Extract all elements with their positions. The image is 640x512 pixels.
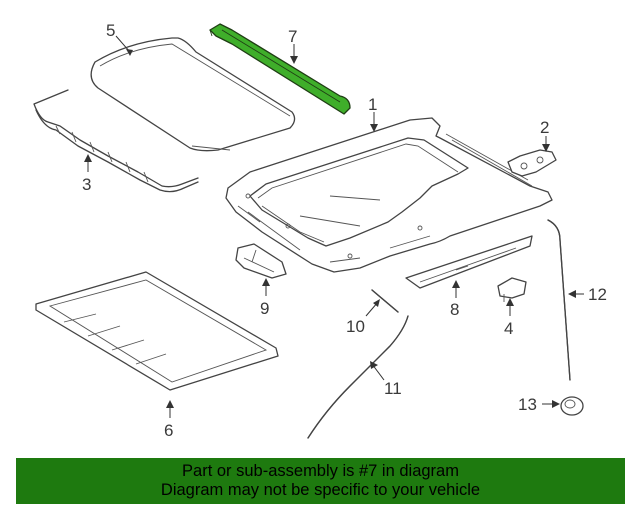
- part-4-clip[interactable]: [497, 277, 527, 302]
- label-4: 4: [504, 319, 513, 338]
- part-7-rail-highlighted[interactable]: [209, 23, 351, 115]
- label-7: 7: [288, 27, 297, 46]
- label-12: 12: [588, 285, 607, 304]
- part-11-drain-hose-long[interactable]: [307, 315, 409, 439]
- part-1-main-frame[interactable]: [225, 117, 553, 273]
- part-13-grommet[interactable]: [560, 396, 584, 416]
- label-5: 5: [106, 21, 115, 40]
- part-8-side-rail[interactable]: [405, 235, 533, 289]
- part-3-frame-seal[interactable]: [33, 89, 199, 193]
- label-6: 6: [164, 421, 173, 440]
- label-11: 11: [384, 379, 402, 398]
- banner-line-2: Diagram may not be specific to your vehi…: [160, 481, 481, 499]
- label-2: 2: [540, 118, 549, 137]
- part-12-drain-hose-right[interactable]: [547, 219, 571, 381]
- part-5-glass-panel[interactable]: [90, 37, 296, 152]
- label-8: 8: [450, 300, 459, 319]
- part-6-sunshade[interactable]: [35, 271, 279, 391]
- label-1: 1: [368, 95, 377, 114]
- label-10: 10: [346, 317, 365, 336]
- leader-lines: [84, 35, 584, 418]
- part-10-drain-hose-short[interactable]: [371, 289, 399, 313]
- label-3: 3: [82, 175, 91, 194]
- info-banner: Part or sub-assembly is #7 in diagram Di…: [16, 458, 625, 504]
- parts-diagram: 5 7 1 2 3 9 8 4 10 12 11 13 6: [33, 21, 607, 440]
- callout-labels: 5 7 1 2 3 9 8 4 10 12 11 13 6: [82, 21, 607, 440]
- label-9: 9: [260, 299, 269, 318]
- banner-line-1: Part or sub-assembly is #7 in diagram: [182, 462, 459, 480]
- part-9-motor[interactable]: [235, 243, 287, 279]
- part-2-bracket[interactable]: [507, 149, 557, 177]
- label-13: 13: [518, 395, 537, 414]
